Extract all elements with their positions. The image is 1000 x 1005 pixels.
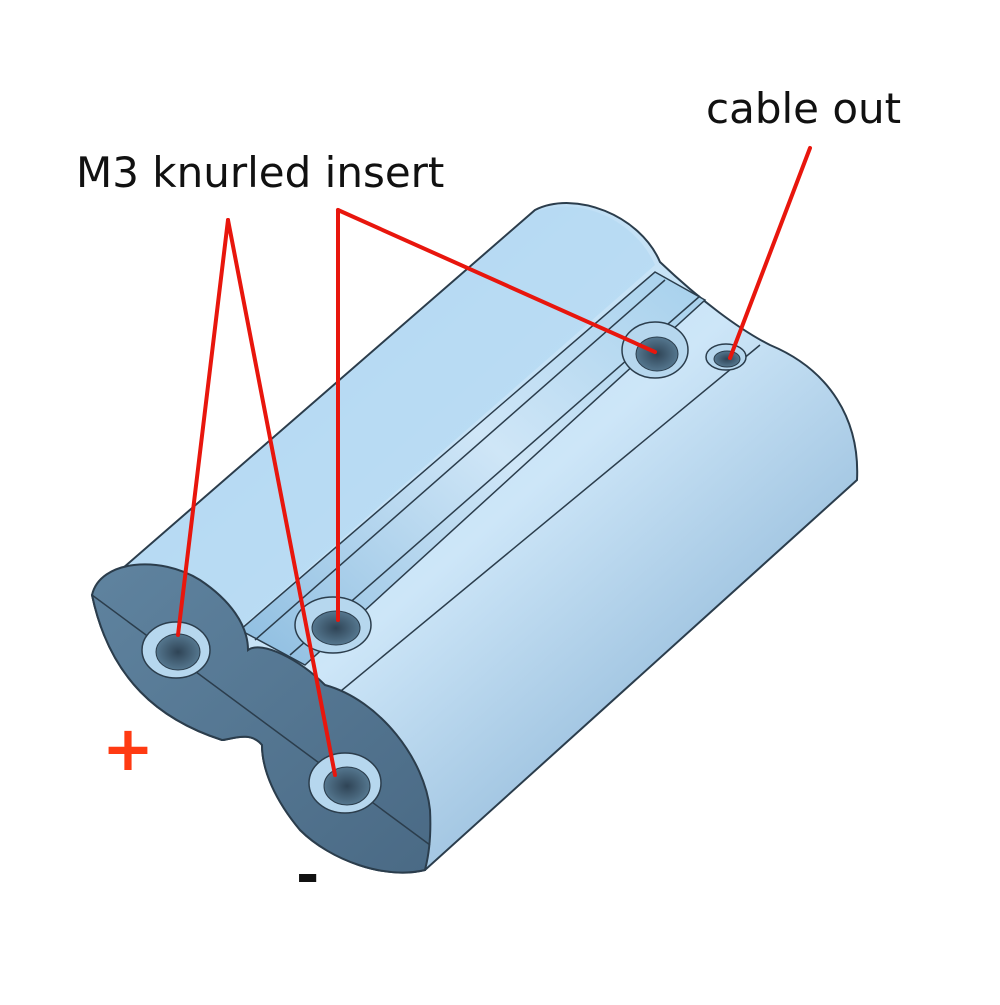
front-insert-hole (294, 596, 372, 654)
left-cylinder-top (100, 206, 655, 628)
insert-callout-lines (176, 208, 657, 777)
minus-terminal-label: - (296, 843, 320, 908)
cable-out-label: cable out (706, 84, 902, 133)
cable-callout-line (728, 146, 812, 360)
top-channel (238, 271, 707, 666)
plus-terminal-hole (141, 621, 211, 679)
minus-terminal-hole (308, 752, 382, 814)
cable-out-hole (705, 343, 747, 371)
insert-label: M3 knurled insert (76, 148, 445, 197)
plus-terminal-label: + (102, 712, 154, 785)
